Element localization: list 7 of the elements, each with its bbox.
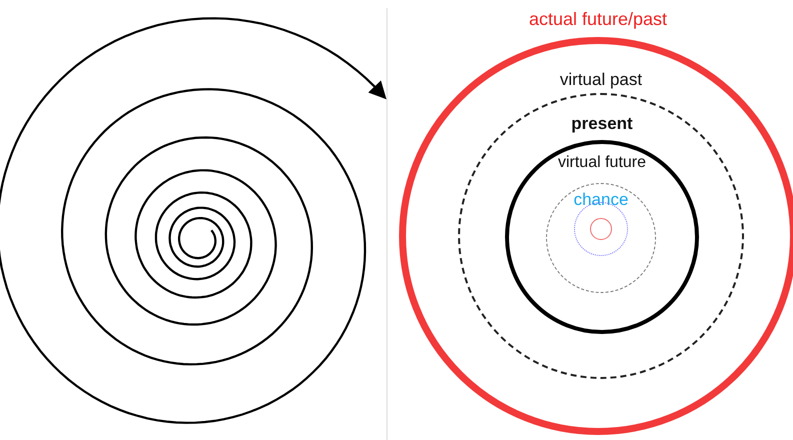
ring-label: actual future/past bbox=[528, 10, 668, 30]
circle-outline bbox=[590, 218, 612, 240]
ring-label: present bbox=[571, 115, 633, 134]
ring-label: virtual past bbox=[560, 71, 642, 90]
ring bbox=[546, 183, 656, 293]
ring-label: virtual future bbox=[558, 154, 646, 172]
ring-label: chance bbox=[574, 190, 628, 210]
